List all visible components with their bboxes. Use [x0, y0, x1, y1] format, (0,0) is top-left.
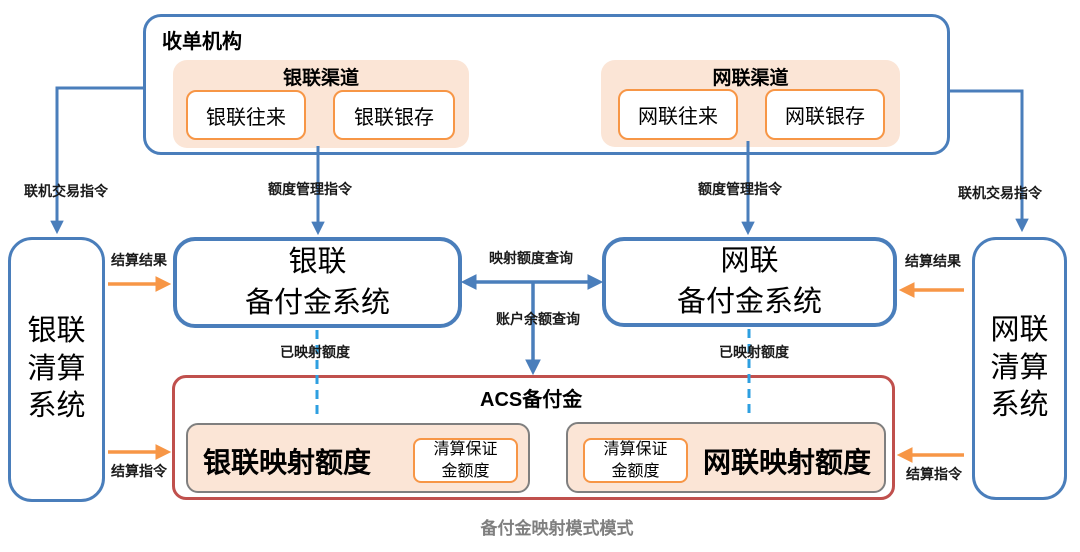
label-settle-result-left: 结算结果 — [111, 252, 167, 268]
unionpay-reserve-line2: 备付金系统 — [244, 286, 390, 319]
netsunion-clearing-line3: 系统 — [990, 389, 1049, 422]
netsunion-channel-title: 网联渠道 — [712, 68, 789, 89]
node-unionpay-clearing-system: 银联 清算 系统 — [8, 237, 105, 502]
label-settle-instruction-right: 结算指令 — [906, 466, 962, 482]
node-netsunion-clearing-system: 网联 清算 系统 — [972, 237, 1067, 500]
label-mapped-quota-query: 映射额度查询 — [489, 250, 573, 266]
unionpay-mapped-quota-box: 银联映射额度 清算保证 金额度 — [186, 423, 530, 493]
label-online-txn-left: 联机交易指令 — [24, 183, 108, 199]
netsunion-mapped-quota-label: 网联映射额度 — [703, 447, 872, 478]
unionpay-channel-box: 银联渠道 银联往来 银联银存 — [173, 60, 469, 148]
node-unionpay-reserve-system: 银联 备付金系统 — [173, 237, 462, 328]
guarantee-line1: 清算保证 — [433, 441, 498, 459]
label-settle-result-right: 结算结果 — [905, 253, 961, 269]
unionpay-clearing-line2: 清算 — [27, 352, 86, 385]
unionpay-clearing-line1: 银联 — [27, 314, 86, 347]
netsunion-guarantee-quota-box: 清算保证 金额度 — [583, 438, 688, 483]
guarantee-line1: 清算保证 — [603, 441, 668, 459]
guarantee-line2: 金额度 — [441, 462, 490, 480]
netsunion-reserve-line1: 网联 — [720, 245, 779, 278]
guarantee-line2: 金额度 — [611, 462, 660, 480]
diagram-caption: 备付金映射模式模式 — [480, 519, 634, 538]
netsunion-channel-box: 网联渠道 网联往来 网联银存 — [601, 60, 900, 147]
netsunion-clearing-line1: 网联 — [990, 313, 1049, 346]
label-settle-instruction-left: 结算指令 — [111, 463, 167, 479]
label-online-txn-right: 联机交易指令 — [958, 185, 1042, 201]
node-netsunion-deposit: 网联银存 — [765, 89, 885, 140]
unionpay-mapped-quota-label: 银联映射额度 — [203, 447, 372, 478]
acquirer-box: 收单机构 银联渠道 银联往来 银联银存 网联渠道 网联往来 网联银存 — [143, 14, 950, 155]
netsunion-mapped-quota-box: 清算保证 金额度 网联映射额度 — [566, 422, 886, 493]
netsunion-reserve-line2: 备付金系统 — [676, 286, 822, 318]
acs-title: ACS备付金 — [480, 389, 583, 411]
acs-reserve-box: ACS备付金 银联映射额度 清算保证 金额度 清算保证 金额度 网联映射额度 — [172, 375, 895, 500]
netsunion-clearing-line2: 清算 — [990, 351, 1049, 384]
acquirer-title: 收单机构 — [162, 31, 242, 53]
label-account-balance-query: 账户余额查询 — [496, 311, 580, 327]
unionpay-channel-title: 银联渠道 — [282, 68, 359, 89]
unionpay-clearing-line3: 系统 — [27, 390, 86, 423]
node-unionpay-deposit: 银联银存 — [333, 90, 455, 140]
arrow-online-txn-left — [50, 86, 143, 235]
label-quota-mgmt-right: 额度管理指令 — [698, 181, 782, 197]
node-netsunion-reserve-system: 网联 备付金系统 — [602, 237, 897, 327]
label-mapped-quota-right: 已映射额度 — [719, 344, 789, 360]
unionpay-guarantee-quota-box: 清算保证 金额度 — [413, 438, 518, 483]
unionpay-reserve-line1: 银联 — [288, 245, 347, 278]
label-mapped-quota-left: 已映射额度 — [280, 344, 350, 360]
node-unionpay-transit: 银联往来 — [186, 90, 306, 140]
label-quota-mgmt-left: 额度管理指令 — [268, 181, 352, 197]
node-netsunion-transit: 网联往来 — [618, 89, 738, 140]
